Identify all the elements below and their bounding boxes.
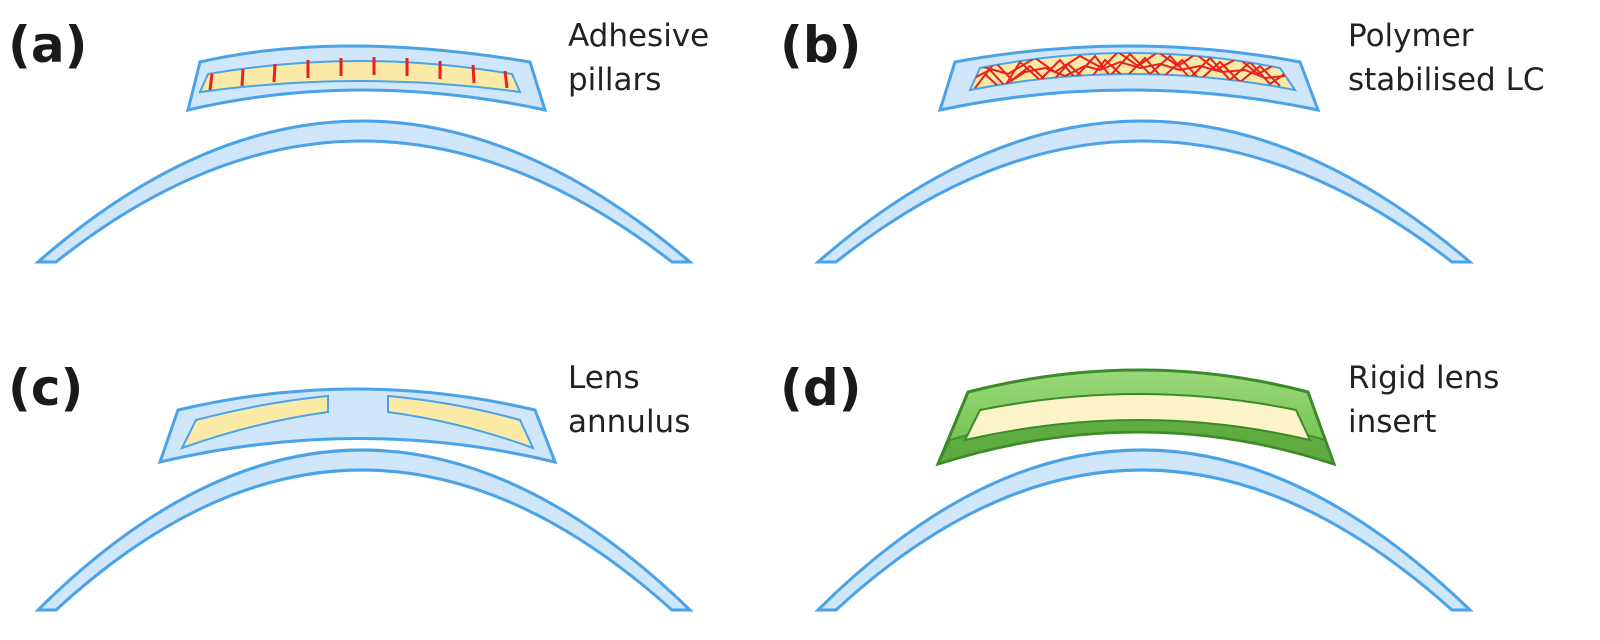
panel-d-lc-layer <box>963 393 1312 442</box>
panel-c-letter: (c) <box>8 359 83 417</box>
panel-a-letter: (a) <box>8 16 87 74</box>
panel-a-adhesive-pillars <box>208 57 509 91</box>
panel-b-cornea <box>814 119 1475 264</box>
panel-d-cornea <box>814 448 1474 612</box>
panel-d-letter: (d) <box>780 359 862 417</box>
panel-d-caption-line1: Rigid lens <box>1348 360 1499 396</box>
panel-b-caption-line1: Polymer <box>1348 18 1474 54</box>
panel-b-caption-line2: stabilised LC <box>1348 62 1545 98</box>
panel-a-caption-line1: Adhesive <box>568 18 709 54</box>
panel-b-letter: (b) <box>780 16 862 74</box>
panel-c-caption-line2: annulus <box>568 404 690 440</box>
panel-a-caption-line2: pillars <box>568 62 661 98</box>
panel-c-cornea <box>34 448 694 612</box>
panel-c-annulus-right <box>387 394 535 450</box>
panel-c: (c) Lens annulus <box>8 359 694 612</box>
panel-a-cornea <box>34 119 695 264</box>
panel-c-annulus-left <box>179 394 329 450</box>
panel-b: (b) Polymer stabilised LC <box>780 16 1545 264</box>
panel-d-caption-line2: insert <box>1348 404 1436 440</box>
panel-c-caption-line1: Lens <box>568 360 640 396</box>
panel-a: (a) Adhesive pillars <box>8 16 709 264</box>
panel-d: (d) Rigid lens insert <box>780 359 1499 612</box>
